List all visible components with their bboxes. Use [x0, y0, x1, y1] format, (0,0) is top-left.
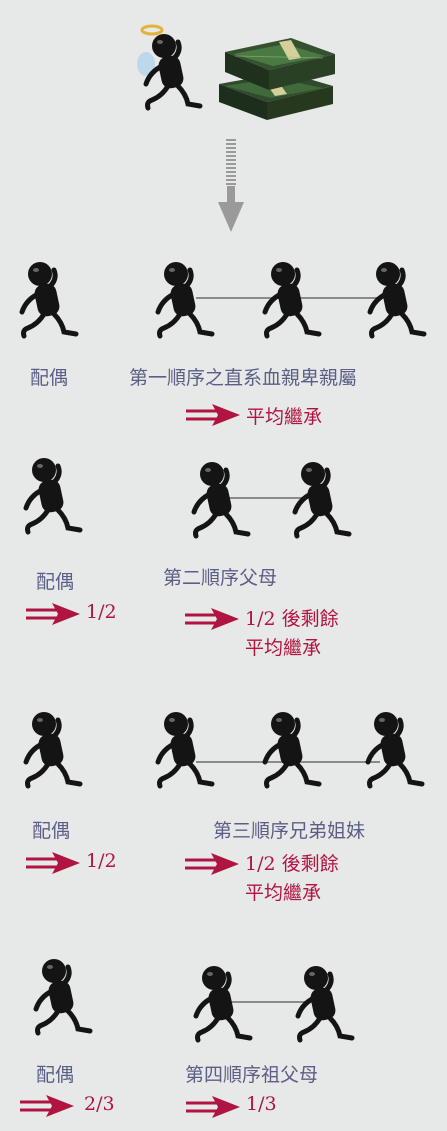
spouse-share-text: 1/2 [86, 850, 117, 872]
red-double-arrow-icon [24, 852, 80, 874]
heir-connector-line [230, 1001, 310, 1003]
heir-share-text: 1/2 後剩餘 [245, 853, 339, 875]
red-double-arrow-icon [184, 404, 240, 426]
spouse-figure-icon [18, 708, 94, 790]
spouse-label: 配偶 [36, 1064, 75, 1086]
heir-figure-icon [150, 258, 226, 340]
heir-figure-icon [186, 458, 262, 540]
money-stacks-icon [219, 38, 335, 120]
heir-figure-icon [362, 258, 438, 340]
heir-share-text: 1/3 [246, 1093, 277, 1115]
heir-figure-icon [257, 258, 333, 340]
heir-figure-icon [188, 962, 264, 1044]
spouse-figure-icon [14, 258, 90, 340]
heir-figure-icon [257, 708, 333, 790]
heir-order-label: 第一順序之直系血親卑親屬 [129, 367, 358, 389]
heir-order-label: 第二順序父母 [163, 567, 278, 589]
gray-down-arrow-icon [218, 139, 244, 232]
heir-order-label: 第三順序兄弟姐妹 [213, 820, 366, 842]
spouse-share-text: 1/2 [86, 601, 117, 623]
heir-share-extra-text: 平均繼承 [245, 637, 322, 659]
red-double-arrow-icon [18, 1095, 74, 1117]
red-double-arrow-icon [184, 1096, 240, 1118]
heir-order-label: 第四順序祖父母 [185, 1064, 319, 1086]
heir-figure-icon [360, 708, 436, 790]
heir-figure-icon [150, 708, 226, 790]
heir-share-text: 平均繼承 [246, 406, 323, 428]
heir-share-text: 1/2 後剩餘 [245, 608, 339, 630]
spouse-label: 配偶 [36, 571, 75, 593]
heir-connector-line [228, 497, 308, 499]
heir-share-extra-text: 平均繼承 [245, 882, 322, 904]
red-double-arrow-icon [24, 603, 80, 625]
spouse-label: 配偶 [32, 820, 71, 842]
spouse-figure-icon [28, 955, 104, 1037]
heir-figure-icon [287, 458, 363, 540]
spouse-share-text: 2/3 [84, 1093, 115, 1115]
red-double-arrow-icon [183, 608, 239, 630]
red-double-arrow-icon [183, 853, 239, 875]
spouse-figure-icon [18, 454, 94, 536]
deceased-angel-figure-icon [137, 24, 218, 112]
spouse-label: 配偶 [30, 367, 69, 389]
heir-figure-icon [290, 962, 366, 1044]
